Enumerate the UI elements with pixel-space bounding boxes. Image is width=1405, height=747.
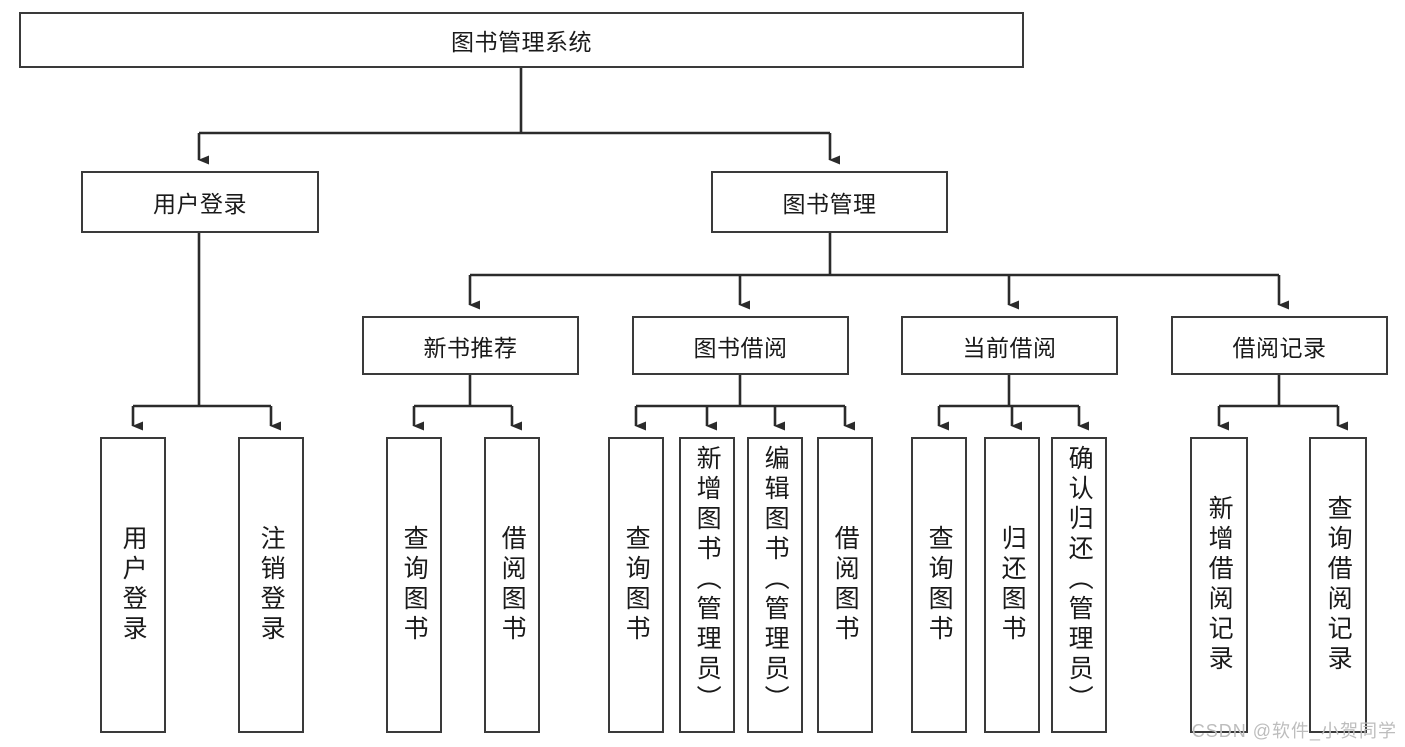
node-leaf-borrow-book-2-label: 借阅图书 bbox=[831, 525, 860, 645]
node-leaf-query-book-2[interactable]: 查询图书 bbox=[608, 437, 664, 733]
node-leaf-query-book-3-label: 查询图书 bbox=[925, 525, 954, 645]
node-leaf-add-book[interactable]: 新增图书（管理员） bbox=[679, 437, 735, 733]
node-leaf-logout-label: 注销登录 bbox=[257, 525, 286, 645]
node-leaf-borrow-book-1[interactable]: 借阅图书 bbox=[484, 437, 540, 733]
node-leaf-logout[interactable]: 注销登录 bbox=[238, 437, 304, 733]
node-leaf-user-login[interactable]: 用户登录 bbox=[100, 437, 166, 733]
node-current-borrow-label: 当前借阅 bbox=[962, 334, 1057, 361]
node-leaf-add-book-label: 新增图书（管理员） bbox=[693, 445, 722, 715]
node-borrow-record[interactable]: 借阅记录 bbox=[1171, 316, 1388, 375]
node-leaf-confirm-return-label: 确认归还（管理员） bbox=[1065, 445, 1094, 715]
node-user-login-label: 用户登录 bbox=[153, 191, 247, 217]
node-borrow-record-label: 借阅记录 bbox=[1232, 334, 1327, 361]
node-book-management-label: 图书管理 bbox=[782, 191, 877, 217]
node-book-borrow[interactable]: 图书借阅 bbox=[632, 316, 849, 375]
node-leaf-query-book-1[interactable]: 查询图书 bbox=[386, 437, 442, 733]
node-leaf-add-record-label: 新增借阅记录 bbox=[1205, 495, 1234, 675]
node-root-label: 图书管理系统 bbox=[451, 29, 592, 55]
node-book-borrow-label: 图书借阅 bbox=[693, 334, 788, 361]
node-leaf-query-book-1-label: 查询图书 bbox=[400, 525, 429, 645]
node-leaf-borrow-book-2[interactable]: 借阅图书 bbox=[817, 437, 873, 733]
node-leaf-borrow-book-1-label: 借阅图书 bbox=[498, 525, 527, 645]
node-leaf-edit-book-label: 编辑图书（管理员） bbox=[761, 445, 790, 715]
node-leaf-return-book-label: 归还图书 bbox=[998, 525, 1027, 645]
node-leaf-query-record[interactable]: 查询借阅记录 bbox=[1309, 437, 1367, 733]
node-leaf-add-record[interactable]: 新增借阅记录 bbox=[1190, 437, 1248, 733]
node-new-book-recommend[interactable]: 新书推荐 bbox=[362, 316, 579, 375]
node-new-book-recommend-label: 新书推荐 bbox=[423, 334, 518, 361]
node-leaf-edit-book[interactable]: 编辑图书（管理员） bbox=[747, 437, 803, 733]
node-leaf-query-book-3[interactable]: 查询图书 bbox=[911, 437, 967, 733]
node-leaf-confirm-return[interactable]: 确认归还（管理员） bbox=[1051, 437, 1107, 733]
node-root[interactable]: 图书管理系统 bbox=[19, 12, 1024, 68]
node-leaf-return-book[interactable]: 归还图书 bbox=[984, 437, 1040, 733]
node-leaf-query-book-2-label: 查询图书 bbox=[622, 525, 651, 645]
node-book-management[interactable]: 图书管理 bbox=[711, 171, 948, 233]
node-user-login[interactable]: 用户登录 bbox=[81, 171, 319, 233]
node-leaf-query-record-label: 查询借阅记录 bbox=[1324, 495, 1353, 675]
node-current-borrow[interactable]: 当前借阅 bbox=[901, 316, 1118, 375]
node-leaf-user-login-label: 用户登录 bbox=[119, 525, 148, 645]
